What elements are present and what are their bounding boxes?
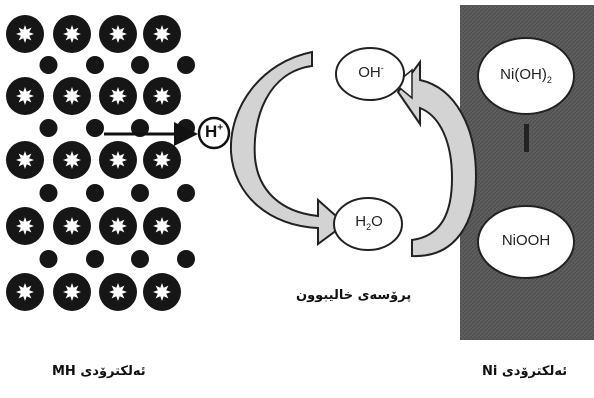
metal-atom-core <box>16 87 34 105</box>
metal-atom-core <box>153 87 171 105</box>
metal-atom-core <box>16 283 34 301</box>
hydrogen-atom <box>86 56 104 74</box>
hydrogen-atom <box>177 184 195 202</box>
metal-atom-core <box>63 217 81 235</box>
hydrogen-atom <box>86 250 104 268</box>
nickel-oxyhydroxide-label: NiOOH <box>482 232 570 249</box>
hydrogen-atom <box>40 119 58 137</box>
metal-atom-core <box>153 217 171 235</box>
metal-atom-core <box>16 217 34 235</box>
hydrogen-atom <box>40 184 58 202</box>
hydrogen-atom <box>131 56 149 74</box>
ni-transition-marker <box>524 124 529 152</box>
curved-arrow-left <box>231 52 345 244</box>
metal-atom-core <box>63 87 81 105</box>
metal-atom-core <box>109 25 127 43</box>
hydrogen-atom <box>177 250 195 268</box>
nickel-hydroxide-label: Ni(OH)2 <box>482 66 570 85</box>
metal-atom-core <box>109 283 127 301</box>
proton-label: H+ <box>205 122 223 142</box>
hydrogen-atom <box>86 184 104 202</box>
hydrogen-atom <box>86 119 104 137</box>
metal-atom-core <box>16 151 34 169</box>
metal-atom-core <box>63 283 81 301</box>
metal-atom-core <box>153 283 171 301</box>
mh-electrode-lattice <box>6 15 195 311</box>
hydrogen-atom <box>131 250 149 268</box>
metal-atom-core <box>109 151 127 169</box>
process-caption: پرۆسەی خالیبوون <box>296 288 411 303</box>
water-label: H2O <box>344 213 394 232</box>
hydrogen-atom <box>40 56 58 74</box>
metal-atom-core <box>16 25 34 43</box>
hydrogen-atom <box>131 184 149 202</box>
ni-electrode-caption: ئەلکترۆدی Ni <box>482 364 567 379</box>
metal-atom-core <box>63 151 81 169</box>
metal-atom-core <box>63 25 81 43</box>
metal-atom-core <box>109 217 127 235</box>
hydrogen-atom <box>177 56 195 74</box>
metal-atom-core <box>109 87 127 105</box>
hydrogen-atom <box>40 250 58 268</box>
hydroxide-label: OH- <box>346 63 396 81</box>
metal-atom-core <box>153 25 171 43</box>
mh-electrode-caption: ئەلکترۆدی MH <box>52 364 146 379</box>
metal-atom-core <box>153 151 171 169</box>
